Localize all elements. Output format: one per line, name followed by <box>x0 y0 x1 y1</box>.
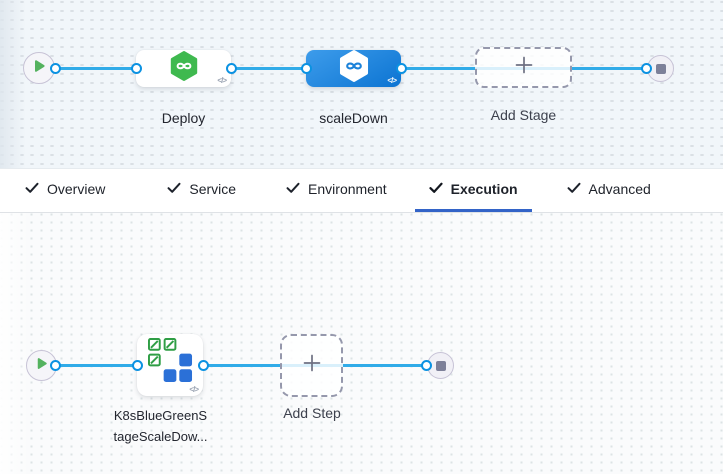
tab-label: Overview <box>47 181 106 197</box>
step-node-k8s-bluegreen-scaledown[interactable]: </> <box>137 334 203 396</box>
check-icon <box>286 181 300 197</box>
add-step-button[interactable] <box>280 334 343 397</box>
pipeline-start-node[interactable] <box>23 52 55 84</box>
code-icon: </> <box>189 385 199 394</box>
tab-execution[interactable]: Execution <box>414 169 532 212</box>
play-icon <box>31 58 47 79</box>
tab-label: Environment <box>308 181 387 197</box>
stage-node-scaledown[interactable]: </> <box>306 50 401 87</box>
stop-icon <box>655 63 666 74</box>
connector-port[interactable] <box>421 360 432 371</box>
connector-port[interactable] <box>50 63 61 74</box>
connector-port[interactable] <box>132 360 143 371</box>
plus-icon <box>512 53 536 82</box>
add-stage-button[interactable] <box>475 47 572 88</box>
step-label-k8s-bluegreen-scaledown: K8sBlueGreenStageScaleDow... <box>113 408 208 444</box>
tab-label: Advanced <box>588 181 651 197</box>
check-icon <box>25 181 39 197</box>
step-connector-line <box>41 364 440 367</box>
tab-service[interactable]: Service <box>153 169 250 212</box>
connector-port[interactable] <box>131 63 142 74</box>
stage-config-tabbar: Overview Service Environment Execution A… <box>0 168 723 213</box>
stage-label-scaledown: scaleDown <box>319 110 388 126</box>
cd-infinity-hexagon-icon <box>168 50 200 87</box>
connector-port[interactable] <box>198 360 209 371</box>
connector-port[interactable] <box>396 63 407 74</box>
tab-advanced[interactable]: Advanced <box>553 169 665 212</box>
k8s-blue-green-squares-icon <box>147 338 193 388</box>
code-icon: </> <box>387 76 397 85</box>
stage-graph-canvas[interactable]: </> </> Deploy scaleDown Add Stage <box>0 0 723 168</box>
connector-port[interactable] <box>301 63 312 74</box>
code-icon: </> <box>217 76 227 85</box>
check-icon <box>167 181 181 197</box>
tab-label: Execution <box>450 181 518 197</box>
stage-label-deploy: Deploy <box>161 110 206 126</box>
cd-infinity-hexagon-icon <box>337 49 371 88</box>
tab-overview[interactable]: Overview <box>11 169 119 212</box>
execution-graph-canvas[interactable]: </> K8sBlueGreenStageScaleDow... Add Ste… <box>0 213 723 474</box>
play-icon <box>34 356 49 376</box>
check-icon <box>429 181 443 197</box>
check-icon <box>567 181 581 197</box>
tab-label: Service <box>189 181 237 197</box>
connector-port[interactable] <box>50 360 61 371</box>
stop-icon <box>435 360 446 371</box>
add-step-label: Add Step <box>283 405 341 421</box>
tab-environment[interactable]: Environment <box>272 169 401 212</box>
add-stage-label: Add Stage <box>490 107 557 123</box>
stage-node-deploy[interactable]: </> <box>136 50 231 87</box>
connector-port[interactable] <box>226 63 237 74</box>
connector-port[interactable] <box>641 63 652 74</box>
plus-icon <box>300 351 324 380</box>
